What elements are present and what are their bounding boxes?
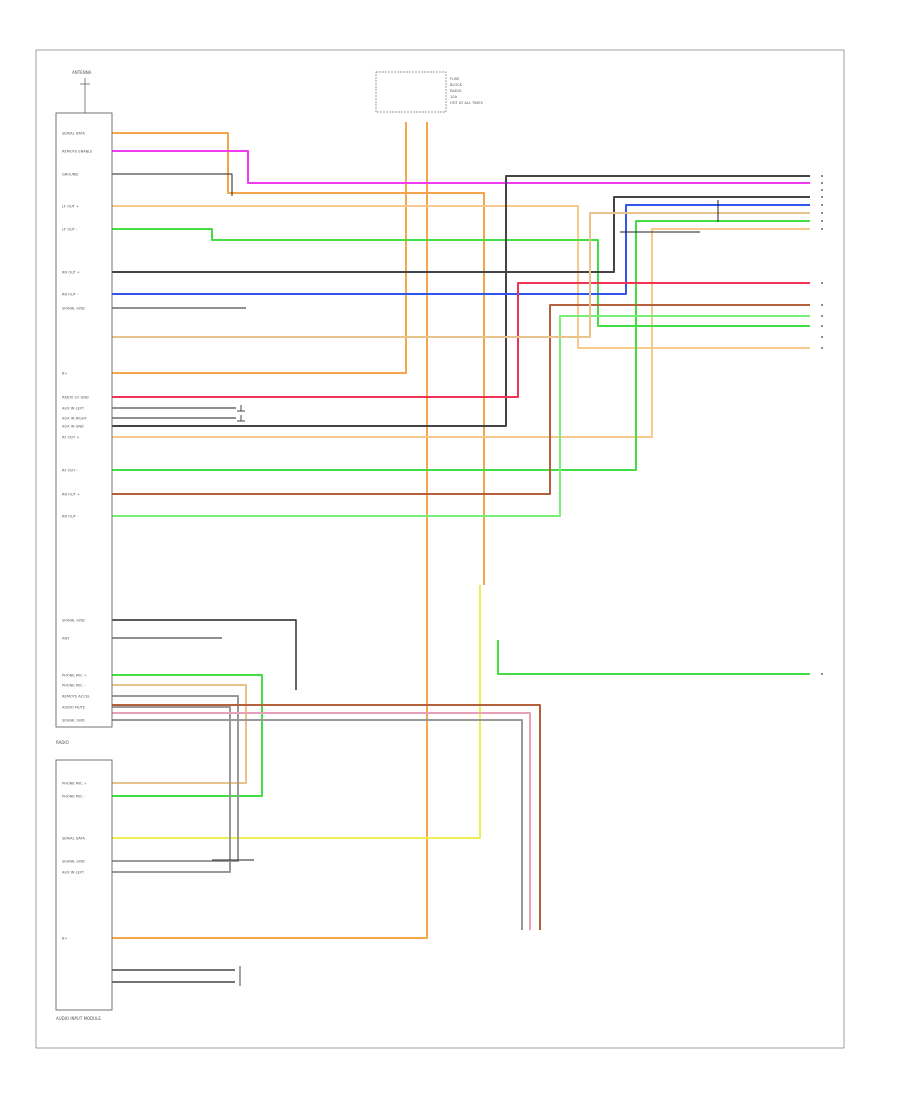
diagram-frame (35, 49, 845, 1049)
radio-pin-label: AUX IN LEFT (62, 407, 85, 411)
radio-pin-label: ANT (62, 637, 70, 641)
radio-pin-label: RF OUT - (62, 469, 79, 473)
radio-pin-label: RADIO LO GND (62, 396, 89, 400)
connector-terminal (821, 204, 823, 206)
radio-pin-label: AUDIO MUTE (62, 706, 86, 710)
radio-pin-label: RR OUT + (62, 493, 80, 497)
fuse-block (375, 71, 447, 113)
module-pin-label: SIGNAL GND (62, 860, 85, 864)
connector-terminal (821, 220, 823, 222)
wire-green-2 (112, 220, 810, 471)
connector-terminal (821, 304, 823, 306)
connector-terminal (821, 228, 823, 230)
connector-terminal (821, 315, 823, 317)
wire-light-orange-1 (112, 205, 810, 349)
fuse-text-line: RADIO (450, 89, 462, 93)
wire-orange-bplus (112, 132, 485, 585)
fuse-text-line: HOT AT ALL TIMES (450, 101, 484, 105)
wire-brown (112, 304, 810, 495)
fuse-text: FUSE BLOCK RADIO 10A HOT AT ALL TIMES (450, 77, 484, 105)
wire-module-gray-2 (112, 706, 231, 873)
wire-lt-green (112, 315, 810, 517)
wire-orange-long (112, 122, 428, 939)
radio-pin-label: RR OUT - (62, 515, 79, 519)
radio-pin-label: LF OUT - (62, 228, 78, 232)
radio-pin-label: AUX IN RIGHT (62, 417, 88, 421)
radio-pin-label: RR OUT - (62, 293, 79, 297)
connector-terminal (821, 282, 823, 284)
connector-terminal (821, 673, 823, 675)
wire-bottom-gray (112, 719, 523, 930)
radio-pin-label: REMOTE ACCEL (62, 695, 90, 699)
wire-module-green (112, 674, 263, 797)
radio-pin-label: SIGNAL GND (62, 619, 85, 623)
radio-pin-label: RF OUT + (62, 436, 80, 440)
module-pin-label: SERIAL DATA (62, 837, 86, 841)
connector-terminal (821, 212, 823, 214)
radio-pin-label: PHONE MIC - (62, 684, 86, 688)
radio-pin-label: B+ (62, 372, 67, 376)
wire-green-3 (497, 640, 810, 675)
wire-module-tan (112, 684, 247, 784)
wire-red (112, 282, 810, 398)
fuse-text-line: FUSE (450, 77, 460, 81)
module-pin-label: PHONE MIC - (62, 795, 86, 799)
wire-group (112, 122, 810, 983)
connector-terminal (821, 347, 823, 349)
module-pin-label: AUX IN LEFT (62, 871, 85, 875)
right-terminals (821, 175, 823, 675)
wire-light-orange-2 (112, 228, 810, 438)
radio-pin-label: SIGNAL GND (62, 307, 85, 311)
wire-tan (112, 212, 810, 338)
fuse-text-line: BLOCK (450, 83, 463, 87)
wire-black-ground-1 (112, 619, 297, 690)
radio-pin-label: REMOTE ENABLE (62, 150, 93, 154)
antenna-label: ANTENNA (72, 70, 92, 75)
radio-pin-label: LF OUT + (62, 205, 79, 209)
connector-terminal (821, 182, 823, 184)
ground-symbol-1 (237, 405, 245, 422)
radio-outline (55, 112, 113, 728)
module-name: AUDIO INPUT MODULE (56, 1016, 101, 1021)
radio-pin-label: RR OUT + (62, 271, 80, 275)
connector-terminal (821, 196, 823, 198)
connector-terminal (821, 189, 823, 191)
connector-terminal (821, 325, 823, 327)
wire-blue (112, 204, 810, 295)
radio-pin-label: PHONE MIC + (62, 674, 87, 678)
wire-bottom-brown (112, 704, 541, 930)
wire-bottom-pink (112, 712, 531, 930)
module-pin-label: PHONE MIC + (62, 782, 87, 786)
fuse-text-line: 10A (450, 95, 458, 99)
radio-pin-labels: SERIAL DATA REMOTE ENABLE GROUND LF OUT + LF… (62, 132, 93, 723)
wire-orange-fuse (112, 122, 407, 374)
radio-pin-label: GROUND (62, 173, 78, 177)
module-pin-label: B+ (62, 937, 67, 941)
wire-yellow (112, 585, 481, 839)
module-pin-labels: PHONE MIC + PHONE MIC - SERIAL DATA SIGNAL … (62, 782, 87, 941)
radio-pin-label: SIGNAL GND (62, 719, 85, 723)
wire-module-gray-1 (112, 695, 239, 862)
module-outline (55, 759, 113, 1011)
wire-dark-gray-1 (112, 196, 810, 273)
wire-magenta (112, 150, 810, 184)
radio-pin-label: SERIAL DATA (62, 132, 86, 136)
wire-green-1 (112, 228, 810, 327)
radio-name: RADIO (56, 740, 69, 745)
wire-dark-gray-2 (112, 175, 810, 427)
wire-black-1 (112, 173, 233, 196)
connector-terminal (821, 175, 823, 177)
radio-pin-label: AUX IN GND (62, 425, 84, 429)
connector-terminal (821, 336, 823, 338)
